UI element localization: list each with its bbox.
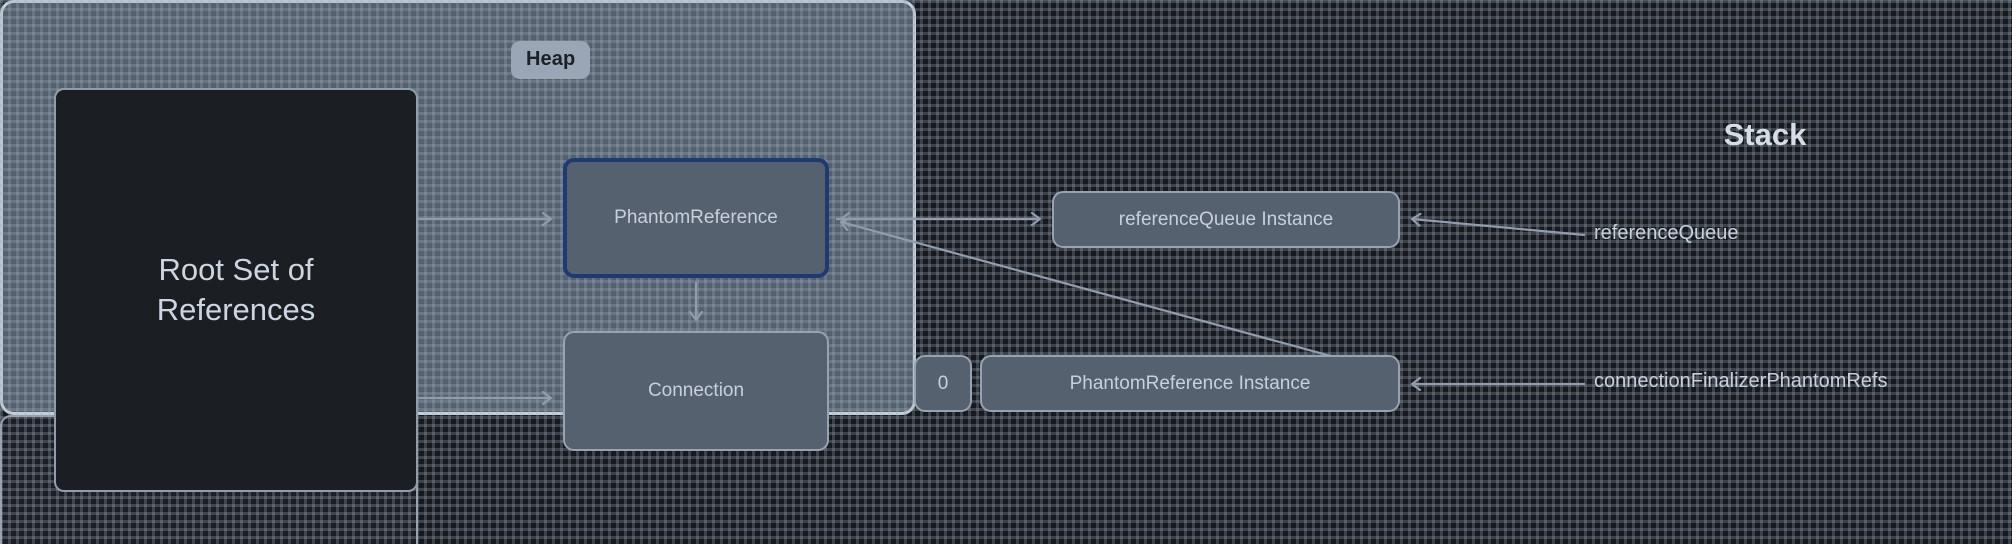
heap-node-reference-queue-instance-label: referenceQueue Instance [1118, 208, 1334, 230]
heap-node-queue-slot-index[interactable]: 0 [914, 355, 972, 412]
heap-node-queue-slot-index-label: 0 [937, 372, 949, 394]
edge-stack-referencequeue-to-instance [1412, 219, 1586, 237]
heap-badge-label: Heap [511, 41, 591, 79]
heap-node-connection[interactable]: Connection [563, 331, 829, 451]
heap-node-phantom-reference-label: PhantomReference [614, 207, 778, 228]
root-set-label-line2: References [156, 292, 316, 327]
stack-title: Stack [1723, 117, 1807, 152]
stack-item-reference-queue[interactable]: referenceQueue [1594, 222, 1739, 244]
root-set-label: Root Set of References [157, 250, 316, 329]
stack-item-connection-finalizer-phantom-refs[interactable]: connectionFinalizerPhantomRefs [1594, 370, 1888, 392]
root-set-of-references-box[interactable]: Root Set of References [54, 88, 418, 492]
root-set-label-line1: Root Set of [158, 252, 314, 288]
heap-node-phantom-reference[interactable]: PhantomReference [563, 158, 829, 278]
heap-node-phantom-reference-instance-label: PhantomReference Instance [1069, 372, 1311, 394]
heap-node-connection-label: Connection [647, 380, 745, 401]
edge-phantomreference-instance-to-phantomreference [841, 222, 1401, 377]
heap-node-phantom-reference-instance[interactable]: PhantomReference Instance [980, 355, 1400, 412]
heap-node-reference-queue-instance[interactable]: referenceQueue Instance [1052, 191, 1400, 248]
